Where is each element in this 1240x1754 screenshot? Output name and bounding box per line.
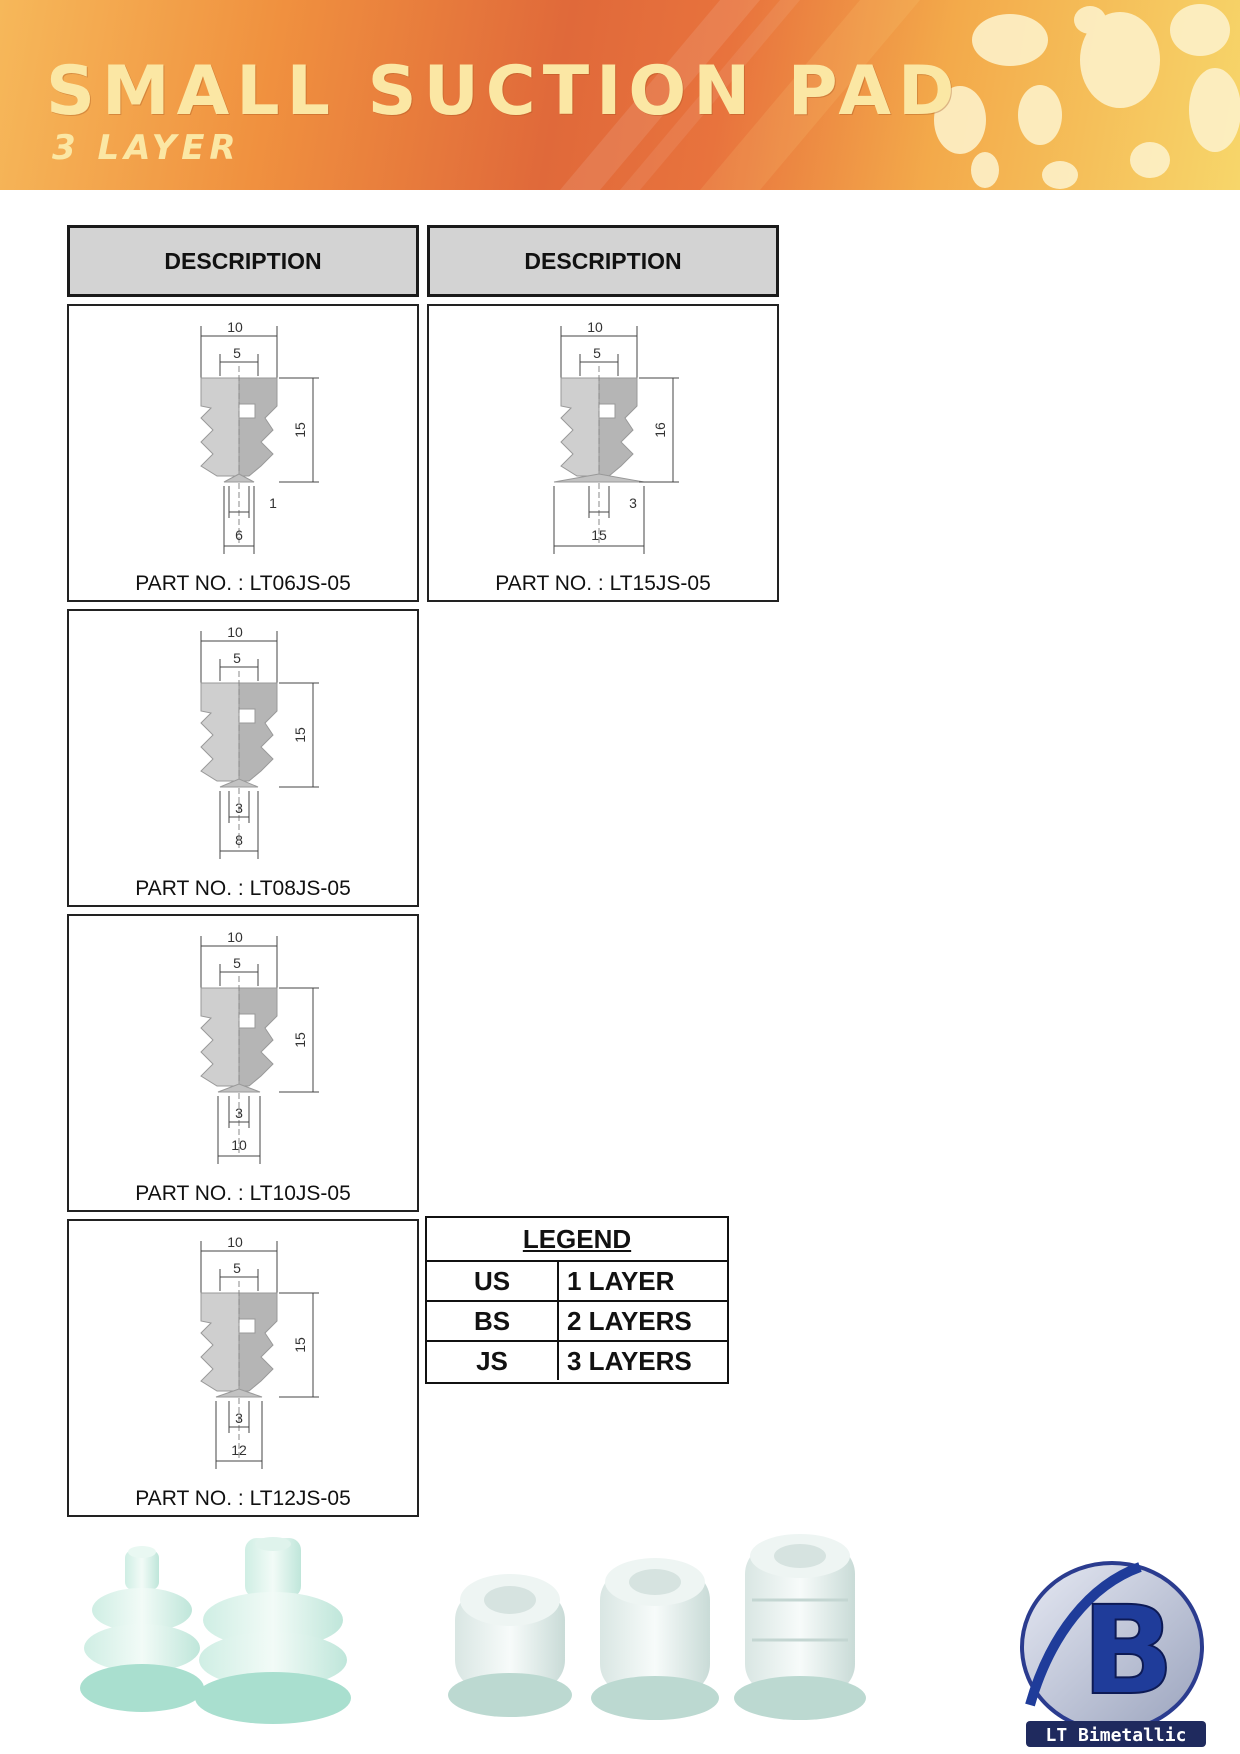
photo-pad-5 [734, 1534, 866, 1720]
pad-diagram: 10 5 15 3 12 [200, 1234, 319, 1469]
legend-row: BS 2 LAYERS [427, 1300, 727, 1340]
part-drawing: 10 5 15 1 6 [200, 319, 319, 554]
page-title: SMALL SUCTION PAD [46, 52, 962, 131]
legend-desc: 3 LAYERS [567, 1346, 692, 1376]
part-card-lt06: 10 5 15 1 6 PART NO. : LT06JS-05 [67, 304, 419, 602]
company-logo: B LT Bimetallic [1020, 1561, 1206, 1747]
header-banner: SMALL SUCTION PAD 3 LAYER [0, 0, 1240, 190]
dim-tip: 3 [629, 495, 637, 511]
legend-code: US [427, 1262, 559, 1300]
pad-diagram: 10 5 15 1 6 [200, 319, 319, 554]
dim-top-outer: 10 [227, 319, 243, 335]
product-photos [80, 1534, 866, 1724]
dim-height: 15 [292, 422, 308, 438]
dim-top-inner: 5 [233, 1260, 241, 1276]
dim-top-outer: 10 [227, 624, 243, 640]
dim-height: 15 [292, 1337, 308, 1353]
photo-pad-3 [448, 1574, 572, 1717]
dim-top-outer: 10 [227, 929, 243, 945]
legend-row: JS 3 LAYERS [427, 1340, 727, 1380]
dim-top-inner: 5 [233, 650, 241, 666]
part-card-lt12: 10 5 15 3 12 PART NO. : LT12JS-05 [67, 1219, 419, 1517]
dim-tip: 3 [235, 800, 243, 816]
photo-pad-1 [80, 1546, 204, 1712]
part-number: PART NO. : LT12JS-05 [135, 1487, 351, 1510]
dim-bottom: 10 [231, 1137, 247, 1153]
part-number: PART NO. : LT15JS-05 [495, 572, 711, 595]
part-card-lt08: 10 5 15 3 8 PART NO. : LT08JS-05 [67, 609, 419, 907]
part-number: PART NO. : LT10JS-05 [135, 1182, 351, 1205]
part-drawing: 10 5 15 3 10 [200, 929, 319, 1164]
part-drawing: 10 5 15 3 12 [200, 1234, 319, 1469]
legend-code: JS [427, 1342, 559, 1380]
legend-code: BS [427, 1302, 559, 1340]
logo-letter: B [1082, 1580, 1175, 1722]
banner-decoration [560, 0, 1240, 190]
part-card-lt10: 10 5 15 3 10 PART NO. : LT10JS-05 [67, 914, 419, 1212]
dim-height: 15 [292, 727, 308, 743]
pad-diagram: 10 5 15 3 10 [200, 929, 319, 1164]
part-number: PART NO. : LT06JS-05 [135, 572, 351, 595]
dim-top-outer: 10 [227, 1234, 243, 1250]
pad-diagram: 10 5 15 3 8 [200, 624, 319, 859]
photo-pad-2 [195, 1537, 351, 1724]
dim-bottom: 15 [591, 527, 607, 543]
dim-height: 15 [292, 1032, 308, 1048]
dim-tip: 1 [269, 495, 277, 511]
dim-bottom: 12 [231, 1442, 247, 1458]
dim-height: 16 [652, 422, 668, 438]
part-drawing: 10 5 16 3 15 [553, 319, 679, 554]
dim-top-outer: 10 [587, 319, 603, 335]
dim-top-inner: 5 [593, 345, 601, 361]
dim-bottom: 6 [235, 527, 243, 543]
dim-tip: 3 [235, 1105, 243, 1121]
part-number: PART NO. : LT08JS-05 [135, 877, 351, 900]
pad-diagram: 10 5 16 3 15 [553, 319, 679, 554]
dim-bottom: 8 [235, 832, 243, 848]
dim-top-inner: 5 [233, 955, 241, 971]
dim-tip: 3 [235, 1410, 243, 1426]
page-subtitle: 3 LAYER [52, 128, 241, 168]
part-card-lt15: 10 5 16 3 15 PART NO. : LT15JS-05 [427, 304, 779, 602]
column-header-right: DESCRIPTION [427, 225, 779, 297]
legend-title: LEGEND [522, 1224, 632, 1254]
photo-pad-4 [591, 1558, 719, 1720]
legend-desc: 2 LAYERS [567, 1306, 692, 1336]
legend-row: US 1 LAYER [427, 1260, 727, 1300]
legend-table: LEGEND US 1 LAYER BS 2 LAYERS JS 3 LAYER… [425, 1216, 729, 1384]
dim-top-inner: 5 [233, 345, 241, 361]
part-drawing: 10 5 15 3 8 [200, 624, 319, 859]
logo-text: LT Bimetallic [1046, 1725, 1187, 1746]
legend-desc: 1 LAYER [567, 1266, 675, 1296]
column-header-left: DESCRIPTION [67, 225, 419, 297]
